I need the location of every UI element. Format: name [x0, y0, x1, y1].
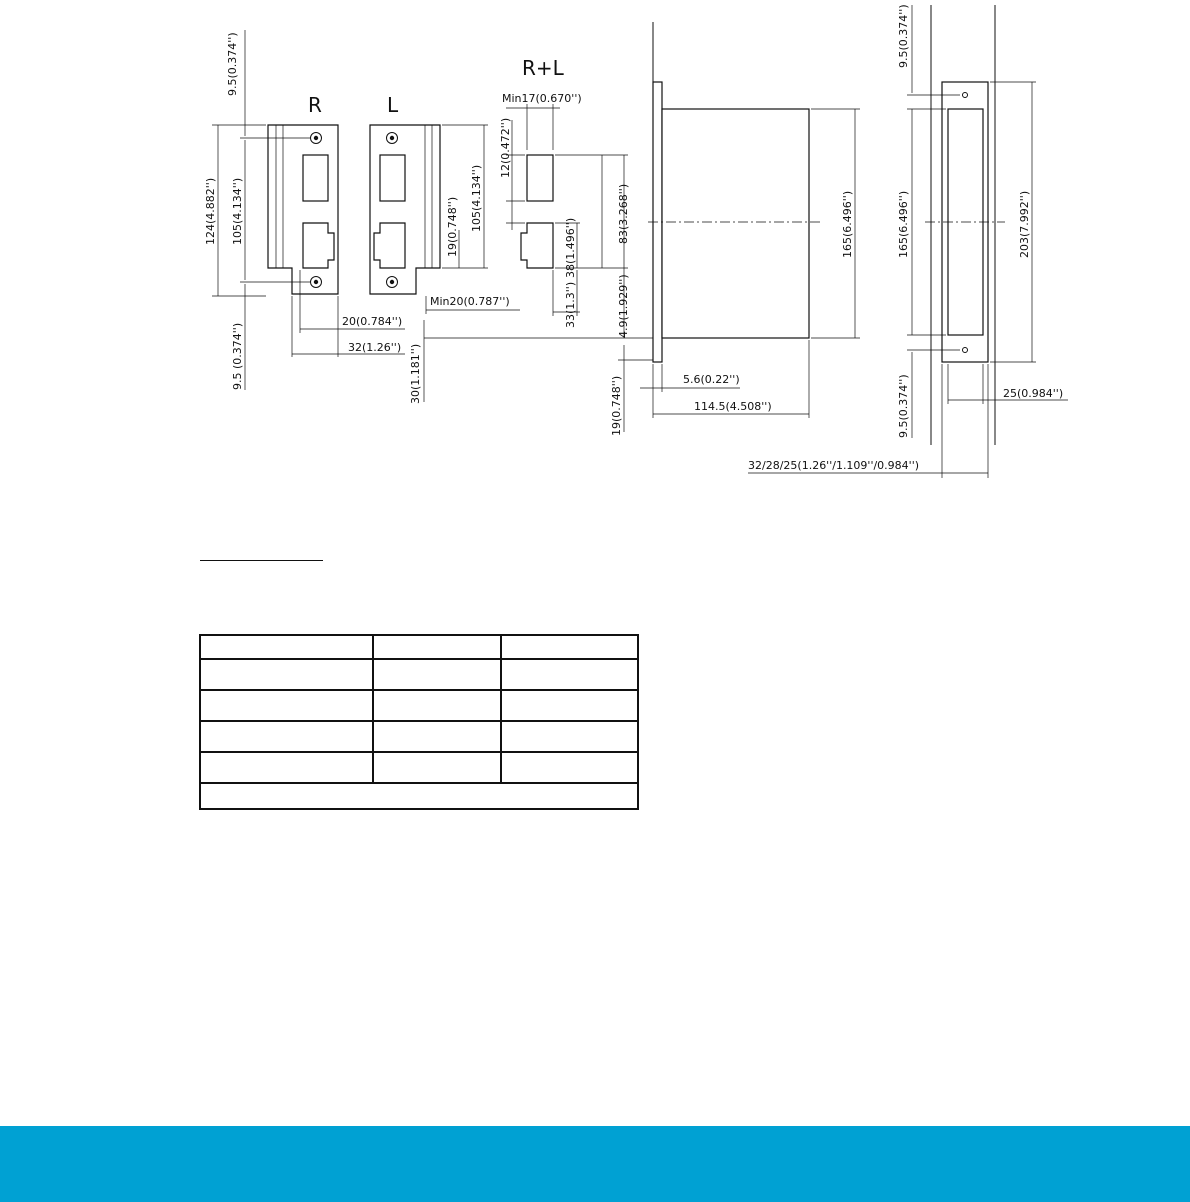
front-view: 9.5(0.374'') 165(6.496'') 203(7.992'') 9… — [748, 4, 1068, 478]
front-body-width-dim: 25(0.984'') — [1003, 387, 1063, 400]
table-row — [199, 689, 639, 722]
table-cell — [500, 720, 639, 753]
r-view-label: R — [308, 93, 322, 117]
rl-lower-height-dim: 38(1.496'') — [564, 218, 577, 278]
rl-bottom-height-dim: 33(1.3'') — [564, 282, 577, 328]
l-upper-cutout — [379, 154, 406, 202]
l-min-width-dim: Min20(0.787'') — [430, 295, 510, 308]
section-heading-underline — [200, 540, 323, 561]
table-cell — [199, 689, 374, 722]
rl-lower-cutout — [520, 222, 554, 269]
table-row — [199, 720, 639, 753]
table-cell — [372, 689, 502, 722]
table-note — [199, 782, 639, 810]
table-cell — [372, 658, 502, 691]
table-cell — [500, 634, 639, 660]
front-overall-height-dim: 203(7.992'') — [1018, 191, 1031, 258]
l-lower-height-dim: 19(0.748'') — [446, 197, 459, 257]
rl-upper-cutout — [526, 154, 554, 202]
front-bottom-offset-dim: 9.5(0.374'') — [897, 374, 910, 438]
l-lower-cutout — [373, 222, 406, 269]
table-row — [199, 751, 639, 784]
table-cell — [372, 751, 502, 784]
table-cell — [199, 658, 374, 691]
l-view-label: L — [387, 93, 399, 117]
table-note-row — [199, 782, 639, 810]
table-cell — [500, 658, 639, 691]
r-opening-width-dim: 20(0.784'') — [342, 315, 402, 328]
footer-bar — [0, 1126, 1190, 1202]
rl-upper-height-dim: 12(0.472'') — [499, 118, 512, 178]
table-row — [199, 634, 639, 660]
front-bottom-screw-hole — [962, 347, 968, 353]
side-body-height-dim: 165(6.496'') — [841, 191, 854, 258]
side-bottom-height-dim: 19(0.748'') — [610, 376, 623, 436]
table-cell — [199, 751, 374, 784]
side-view: 165(6.496'') 19(0.748'') 5.6(0.22'') 114… — [610, 22, 860, 436]
l-strike-plate-view: L 19(0.748'') 105(4.134'') Min20(0.787''… — [369, 93, 520, 314]
r-top-offset-dim: 9.5(0.374'') — [226, 32, 239, 96]
r-plate-width-dim: 32(1.26'') — [348, 341, 401, 354]
rl-clear-height-dim: 4.9(1.929'') — [617, 274, 630, 338]
rl-min-width-dim: Min17(0.670'') — [502, 92, 582, 105]
side-flange-dim: 5.6(0.22'') — [683, 373, 740, 386]
table-cell — [199, 720, 374, 753]
rl-depth-dim: 30(1.181'') — [409, 344, 422, 404]
table-cell — [500, 689, 639, 722]
r-upper-cutout — [302, 154, 329, 202]
l-plate-outline — [369, 124, 441, 295]
r-bottom-offset-dim: 9.5 (0.374'') — [231, 323, 244, 390]
front-body-height-dim: 165(6.496'') — [897, 191, 910, 258]
table-row — [199, 658, 639, 691]
r-strike-plate-view: R 9.5(0.374'') 124(4.882'') 105(4.134'')… — [204, 30, 405, 390]
side-body — [661, 108, 810, 339]
l-hole-spacing-dim: 105(4.134'') — [470, 165, 483, 232]
front-top-screw-hole — [962, 92, 968, 98]
r-lower-cutout — [302, 222, 335, 269]
rl-view-label: R+L — [522, 56, 565, 80]
side-body-depth-dim: 114.5(4.508'') — [694, 400, 772, 413]
rl-total-height-dim: 83(3.268'') — [617, 184, 630, 244]
r-overall-height-dim: 124(4.882'') — [204, 178, 217, 245]
front-top-offset-dim: 9.5(0.374'') — [897, 4, 910, 68]
rl-strike-plate-view: R+L Min17(0.670'') 12(0.472'') 38(1.496'… — [409, 56, 660, 432]
table-cell — [372, 634, 502, 660]
table-cell — [199, 634, 374, 660]
technical-drawing: R 9.5(0.374'') 124(4.882'') 105(4.134'')… — [204, 4, 1068, 478]
table-cell — [500, 751, 639, 784]
front-faceplate-width-dim: 32/28/25(1.26''/1.109''/0.984'') — [748, 459, 919, 472]
table-cell — [372, 720, 502, 753]
r-hole-spacing-dim: 105(4.134'') — [231, 178, 244, 245]
r-plate-outline — [267, 124, 339, 295]
spec-table — [199, 634, 639, 810]
